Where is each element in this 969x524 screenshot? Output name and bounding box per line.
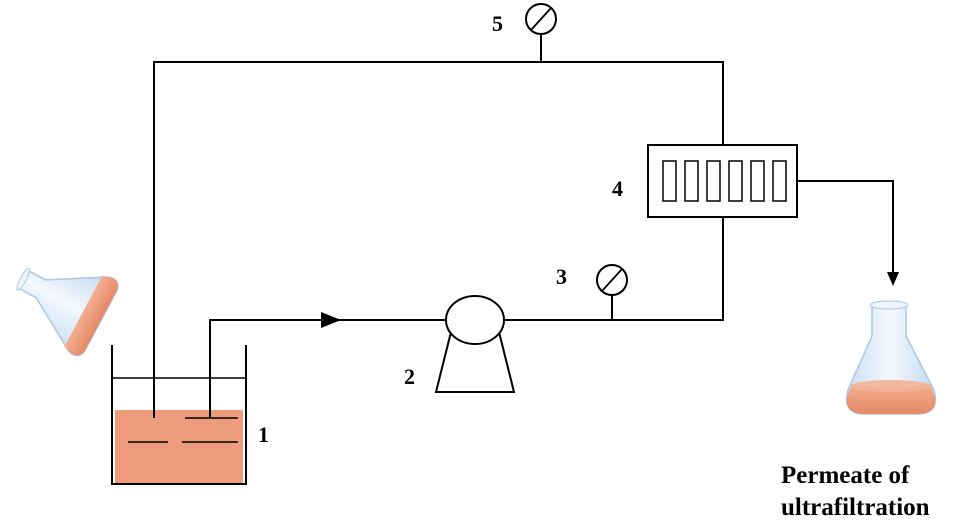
feed-tank bbox=[111, 345, 247, 485]
flow-arrow-icon bbox=[321, 312, 341, 328]
permeate-arrow-icon bbox=[887, 272, 899, 286]
permeate-caption-line2: ultrafiltration bbox=[781, 494, 930, 521]
pump-outlet-pipe bbox=[504, 217, 724, 321]
feed-pipe bbox=[209, 319, 446, 418]
gauge5-needle bbox=[530, 7, 552, 31]
permeate-caption-line1: Permeate of bbox=[781, 462, 910, 489]
membrane-fiber-6 bbox=[772, 160, 787, 202]
label-pump: 2 bbox=[404, 364, 415, 389]
feed-flask-liquid bbox=[64, 275, 118, 356]
membrane-fiber-4 bbox=[728, 160, 743, 202]
pump-base bbox=[434, 327, 516, 393]
label-membrane-module: 4 bbox=[612, 176, 623, 201]
pump-icon bbox=[434, 295, 516, 393]
membrane-fiber-5 bbox=[750, 160, 765, 202]
membrane-fiber-3 bbox=[706, 160, 721, 202]
permeate-flask-icon bbox=[845, 300, 937, 415]
permeate-flask-liquid bbox=[846, 384, 936, 414]
feed-flask-rim bbox=[16, 268, 30, 291]
pump-head bbox=[445, 295, 505, 345]
return-pressure-gauge-icon bbox=[525, 3, 557, 62]
permeate-flask-rim bbox=[869, 300, 909, 310]
label-tank: 1 bbox=[258, 422, 269, 447]
tank-walls bbox=[111, 345, 247, 485]
permeate-flask-surface bbox=[851, 380, 931, 392]
permeate-pipe bbox=[797, 180, 894, 275]
gauge3-needle bbox=[601, 268, 623, 292]
return-pipe bbox=[153, 61, 724, 418]
membrane-module-icon bbox=[647, 144, 798, 218]
membrane-fiber-1 bbox=[662, 160, 677, 202]
inlet-pressure-gauge-icon bbox=[596, 264, 628, 320]
membrane-fiber-2 bbox=[684, 160, 699, 202]
tank-liquid bbox=[115, 410, 243, 483]
label-gauge-inlet: 3 bbox=[556, 264, 567, 289]
label-gauge-return: 5 bbox=[492, 11, 503, 36]
feed-flask-icon bbox=[16, 268, 119, 357]
